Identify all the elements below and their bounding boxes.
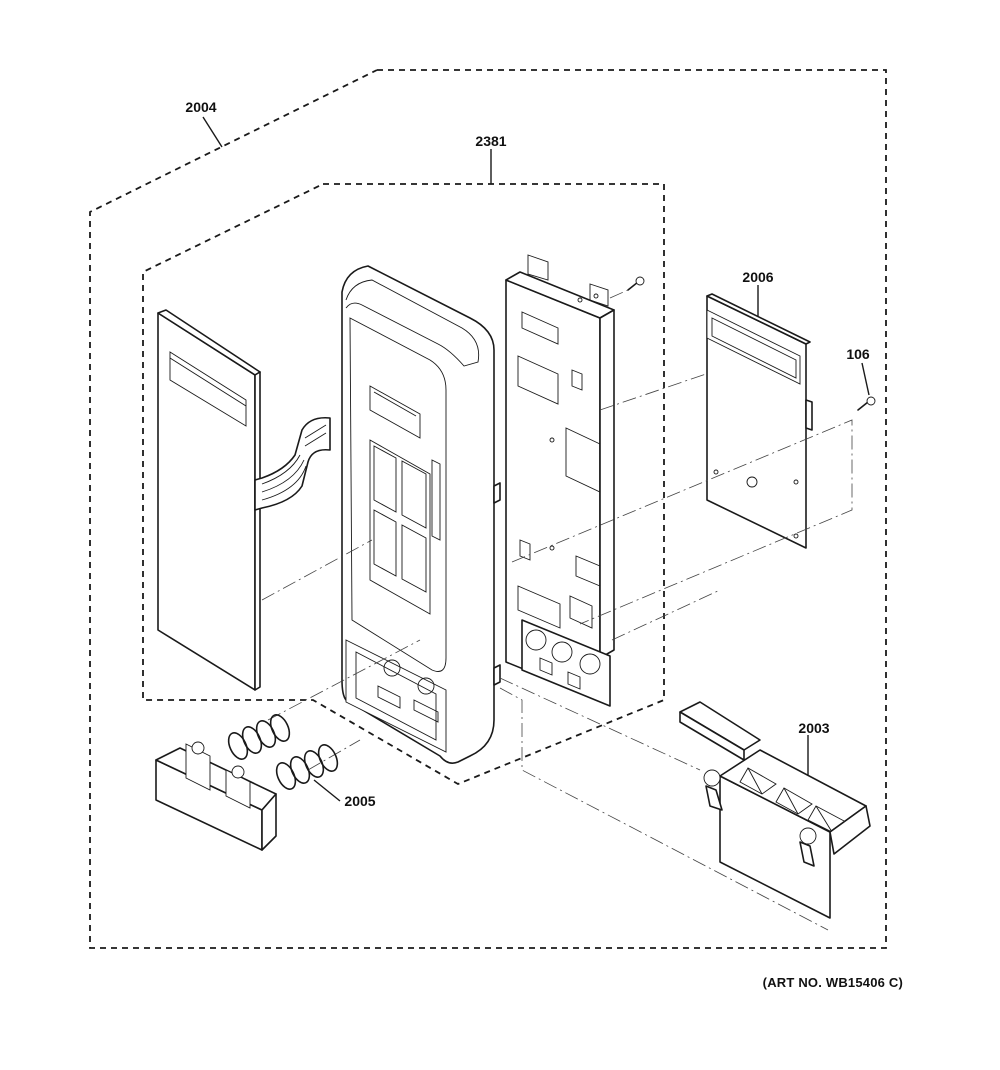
callout-2005: 2005	[344, 793, 375, 809]
screw-106	[857, 396, 876, 411]
control-board	[706, 293, 813, 549]
door-latch-lever	[679, 701, 871, 919]
mounting-bracket	[505, 254, 615, 707]
callout-2381: 2381	[475, 133, 506, 149]
assembly-centerlines	[261, 289, 853, 931]
callout-2004: 2004	[185, 99, 216, 115]
art-number: (ART NO. WB15406 C)	[762, 975, 903, 990]
springs	[227, 714, 339, 790]
callout-leaders	[202, 116, 870, 802]
screw-top	[627, 276, 645, 291]
assembly-2004-boundary	[89, 69, 887, 949]
push-button	[155, 741, 277, 851]
control-panel-frame	[341, 265, 501, 764]
assembly-2381-boundary	[142, 183, 665, 786]
callout-2006: 2006	[742, 269, 773, 285]
callout-labels: 2004 2381 2006 106 2003 2005	[185, 99, 869, 809]
callout-106: 106	[846, 346, 870, 362]
callout-2003: 2003	[798, 720, 829, 736]
keypad-membrane	[157, 309, 331, 691]
